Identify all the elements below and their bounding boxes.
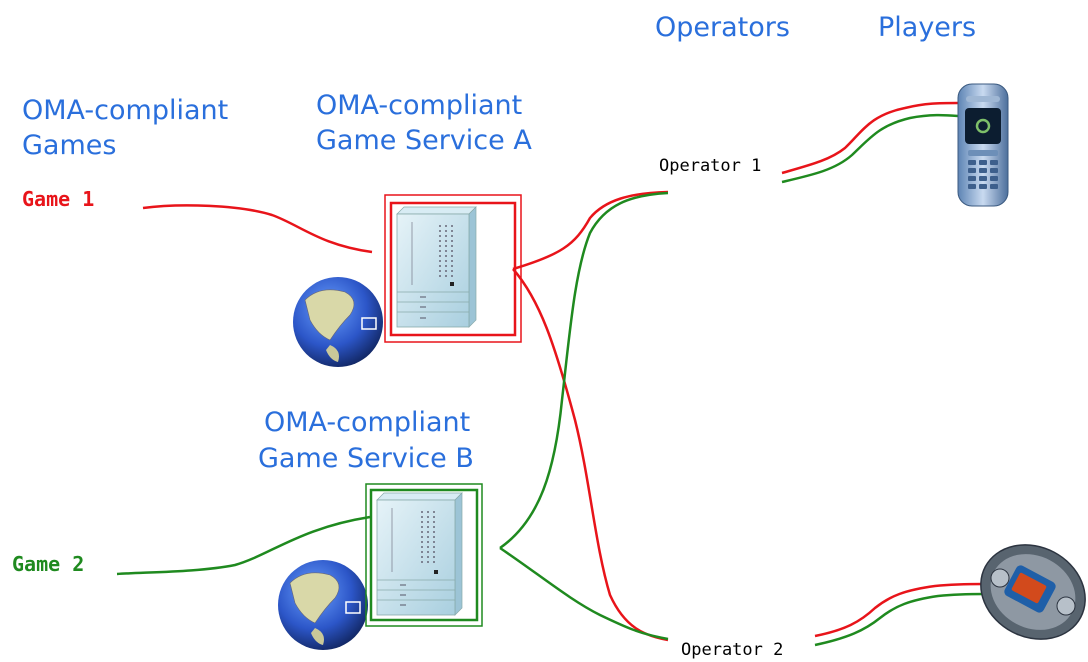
service-b-title-line2: Game Service B (258, 443, 474, 474)
link-service-b-operator-2 (499, 546, 669, 641)
link-operator-2-player-2-red (814, 582, 986, 638)
game-2-label: Game 2 (12, 552, 85, 576)
players-header: Players (878, 12, 977, 43)
service-a-title-line1: OMA-compliant (316, 90, 523, 121)
globe-icon (278, 560, 368, 650)
server-a[interactable] (384, 194, 522, 343)
service-b-title-line1: OMA-compliant (264, 407, 471, 438)
round-mobile-phone-icon[interactable] (964, 527, 1088, 657)
link-operator-2-player-2-green (814, 592, 986, 647)
games-heading-line2: Games (22, 130, 117, 161)
link-game1-service-a (142, 204, 373, 254)
mobile-phone-icon[interactable] (957, 83, 1009, 207)
server-rack-icon (376, 492, 463, 616)
link-operator-1-player-1-red (781, 101, 959, 175)
service-a-title-line2: Game Service A (316, 125, 532, 156)
link-service-a-operator-2 (512, 268, 669, 642)
server-b[interactable] (365, 483, 483, 627)
game-1-label: Game 1 (22, 187, 95, 211)
link-service-a-operator-1 (512, 190, 669, 271)
operator-1-label: Operator 1 (659, 156, 762, 176)
operators-header: Operators (655, 12, 790, 43)
server-rack-icon (396, 206, 477, 328)
globe-icon (293, 277, 383, 367)
link-operator-1-player-1-green (781, 113, 959, 184)
games-heading-line1: OMA-compliant (22, 95, 229, 126)
link-service-b-operator-1 (499, 191, 669, 550)
link-game2-service-b (116, 515, 371, 576)
operator-2-label: Operator 2 (681, 640, 784, 660)
